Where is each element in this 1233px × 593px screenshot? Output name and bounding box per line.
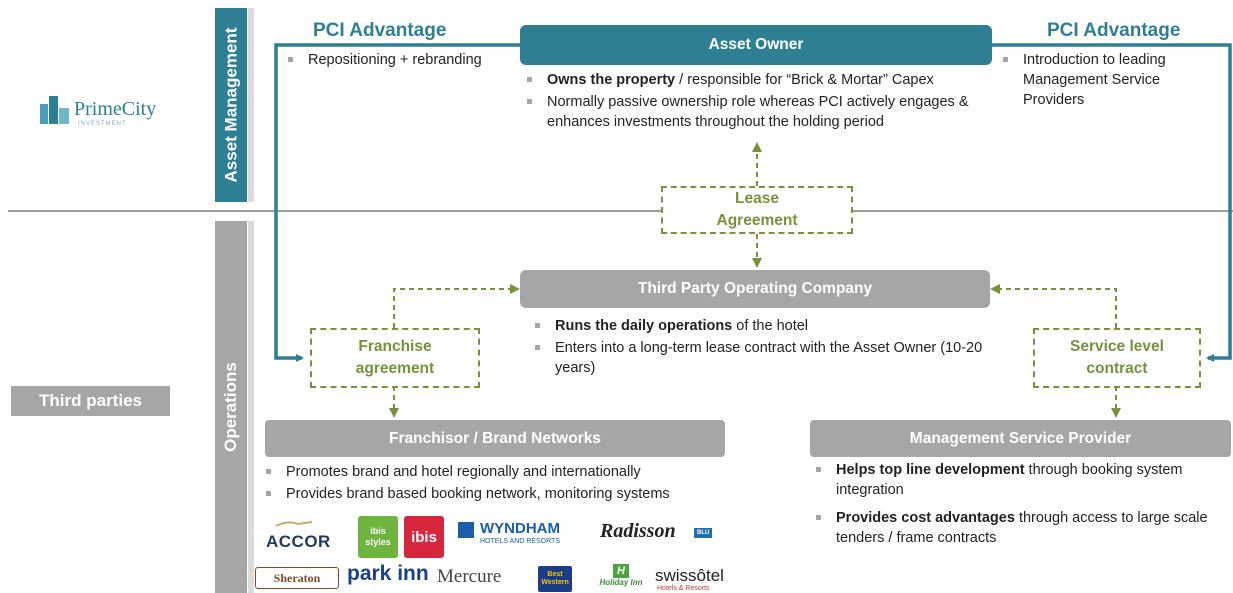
pci-advantage-right-heading: PCI Advantage (1047, 20, 1181, 41)
list-item: Introduction to leading Management Servi… (997, 50, 1197, 110)
operations-text: Operations (221, 362, 240, 452)
bold-text: Provides cost advantages (836, 510, 1015, 526)
mercure-logo: Mercure (437, 566, 502, 587)
franchise-agreement-box: Franchise agreement (310, 328, 480, 388)
accor-swoosh-icon (275, 521, 313, 527)
operations-shadow (248, 221, 254, 593)
radisson-logo: Radisson BLU (600, 520, 718, 550)
logo-text: PrimeCity (74, 98, 157, 120)
text: through access to large scale tenders / … (836, 510, 1208, 546)
asset-owner-list: Owns the property / responsible for “Bri… (521, 70, 989, 134)
franchise-arrow (393, 284, 520, 328)
lease-line2: Agreement (716, 212, 798, 229)
list-item: Provides cost advantages through access … (810, 508, 1230, 548)
primecity-logo: PrimeCity INVESTMENT (38, 92, 188, 132)
service-line2: contract (1086, 360, 1148, 377)
ibis-styles-logo: ibis styles (358, 516, 398, 558)
lease-line1: Lease (735, 190, 779, 207)
text: of the hotel (732, 318, 809, 334)
holiday-inn-text: Holiday Inn (599, 578, 643, 587)
bold-text: Helps top line development (836, 462, 1025, 478)
franchisor-title: Franchisor / Brand Networks (265, 420, 725, 457)
operating-company-title: Third Party Operating Company (520, 270, 990, 308)
bold-text: Owns the property (547, 72, 676, 88)
wyndham-icon (458, 522, 474, 538)
msp-title: Management Service Provider (810, 420, 1231, 457)
wyndham-subtext: HOTELS AND RESORTS (480, 538, 561, 545)
list-item: Helps top line development through booki… (810, 460, 1230, 500)
service-level-contract-box: Service level contract (1033, 328, 1201, 388)
bold-text: Runs the daily operations (555, 318, 733, 334)
operations-label: Operations (215, 221, 247, 593)
list-item: Provides brand based booking network, mo… (260, 484, 730, 504)
swissotel-logo: swissôtel Hotels & Resorts (655, 566, 739, 593)
parkinn-logo: park inn (347, 562, 429, 585)
ibis-logo: ibis (404, 516, 444, 558)
list-item: Promotes brand and hotel regionally and … (260, 462, 730, 482)
radisson-text: Radisson (600, 520, 676, 542)
sheraton-logo: Sheraton (255, 567, 339, 589)
text: through booking system integration (836, 462, 1183, 498)
franchise-line1: Franchise (358, 338, 432, 355)
brand-logos-row-1: ACCOR ibis styles ibis WYNDHAM HOTELS AN… (262, 514, 722, 558)
swissotel-text: swissôtel (655, 566, 724, 585)
franchisor-list: Promotes brand and hotel regionally and … (260, 462, 730, 506)
brand-logos-row-2: Sheraton park inn Mercure Best Western H… (255, 562, 740, 593)
asset-management-label: Asset Management (215, 8, 247, 202)
wyndham-logo: WYNDHAM HOTELS AND RESORTS (456, 520, 596, 550)
asset-management-text: Asset Management (221, 27, 240, 183)
asset-management-shadow (248, 8, 254, 202)
text: / responsible for “Brick & Mortar” Capex (675, 72, 934, 88)
franchise-line2: agreement (355, 360, 435, 377)
best-western-logo: Best Western (538, 566, 572, 592)
pci-advantage-right-list: Introduction to leading Management Servi… (997, 50, 1197, 112)
service-arrow (990, 284, 1117, 328)
asset-owner-title: Asset Owner (520, 25, 992, 65)
list-item: Normally passive ownership role whereas … (521, 92, 989, 132)
building-icon (40, 96, 69, 124)
pci-advantage-left-list: Repositioning + rebranding (282, 50, 512, 72)
list-item: Owns the property / responsible for “Bri… (521, 70, 989, 90)
radisson-blu-badge: BLU (694, 528, 713, 538)
teal-arrow-left (274, 43, 520, 362)
operating-company-list: Runs the daily operations of the hotel E… (529, 316, 989, 380)
wyndham-text: WYNDHAM (480, 520, 560, 537)
lease-agreement-box: Lease Agreement (661, 186, 853, 234)
holiday-inn-icon: H (613, 564, 629, 578)
swissotel-subtext: Hotels & Resorts (657, 585, 710, 592)
accor-text: ACCOR (266, 532, 331, 551)
holiday-inn-logo: H Holiday Inn (597, 564, 645, 592)
teal-arrow-right (992, 43, 1232, 362)
pci-advantage-left-heading: PCI Advantage (313, 20, 447, 41)
msp-list: Helps top line development through booki… (810, 460, 1230, 550)
logo-subtext: INVESTMENT (78, 121, 127, 127)
list-item: Enters into a long-term lease contract w… (529, 338, 989, 378)
third-parties-label: Third parties (11, 386, 170, 416)
service-line1: Service level (1070, 338, 1164, 355)
list-item: Repositioning + rebranding (282, 50, 512, 70)
list-item: Runs the daily operations of the hotel (529, 316, 989, 336)
